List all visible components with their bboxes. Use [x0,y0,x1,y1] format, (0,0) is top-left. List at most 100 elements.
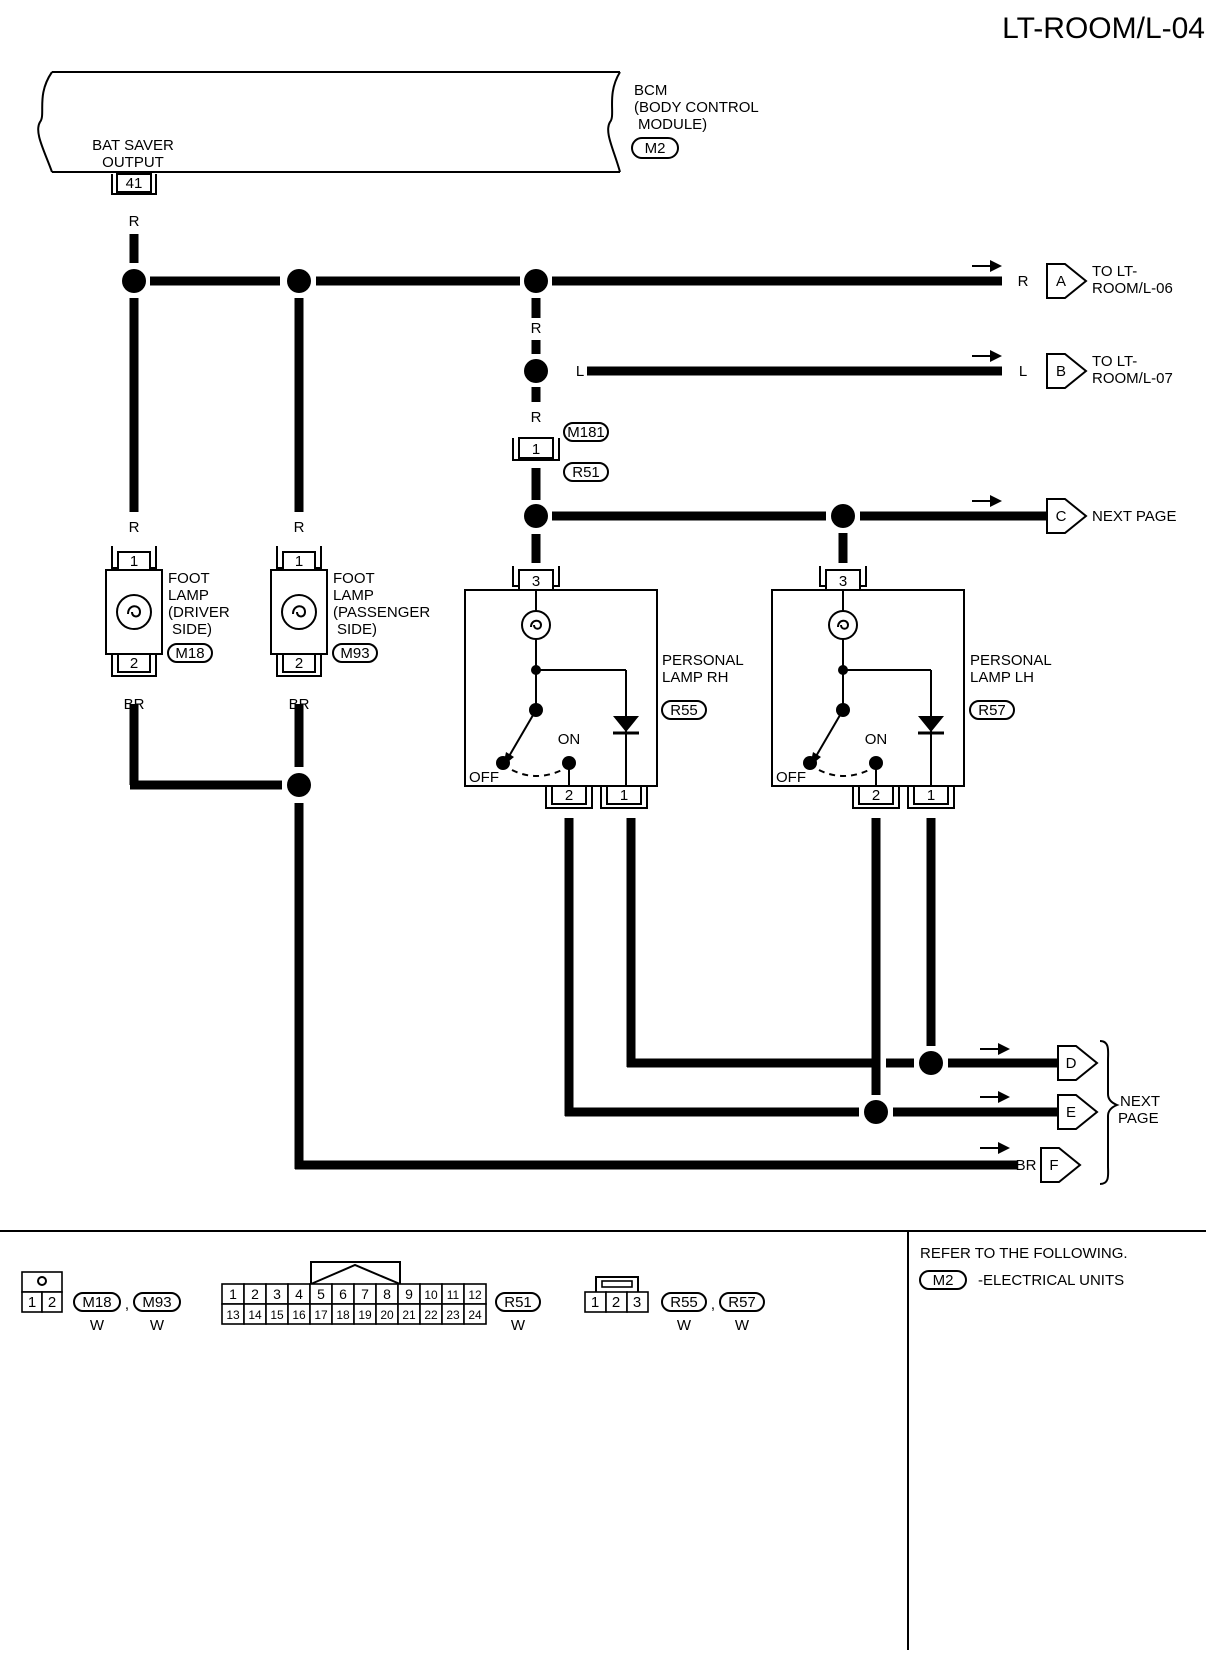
pin-cell [626,1291,649,1313]
pin-frame [907,786,955,809]
pin-frame [111,654,157,677]
bcm-pin-number: 41 [126,175,143,192]
pin-box [117,653,151,673]
pin-number: 11 [447,1288,460,1302]
pin-number: 1 [927,787,935,804]
output-terminal-a-icon [1046,263,1088,299]
connector-color: W [150,1317,165,1334]
bcm-name-line2: (BODY CONTROL [634,99,759,116]
wire-color-label: BR [1016,1157,1037,1174]
wire-color-label: R [129,213,140,230]
bcm-name-line3: MODULE) [638,116,707,133]
pin-number: 6 [339,1286,347,1302]
pin-box [606,785,642,805]
connector-badge [73,1292,121,1312]
lock-tab-icon [310,1261,401,1285]
switch-off-label: OFF [776,769,806,786]
junction-dot [524,269,548,293]
wire-color-label: BR [289,696,310,713]
bulb-filament-icon [530,619,543,630]
pin-cell [463,1303,487,1325]
output-c-label: NEXT PAGE [1092,508,1176,525]
pin-number: 1 [591,1294,599,1311]
pin-number: 14 [248,1308,262,1322]
foot-lamp-body [270,569,328,655]
bulb-icon [116,594,152,630]
foot-lamp-passenger: 1 2 FOOT LAMP (PASSENGER SIDE) M93 [270,546,430,677]
pin-number: 3 [532,573,540,590]
pin-number: 2 [295,655,303,672]
component-label: FOOT [168,570,210,587]
connector-badge [563,422,609,442]
output-terminal-e-icon [1057,1094,1099,1130]
connector-view-3: 1 2 3 R55 , R57 W W [584,1276,765,1334]
pin-box [551,785,587,805]
component-label-line2: LAMP RH [662,669,728,686]
personal-lamp-body [464,589,658,787]
output-terminal-c-icon [1046,498,1088,534]
junction-dot [864,1100,888,1124]
next-page-brace [1099,1040,1120,1185]
connector-id: R55 [670,702,698,719]
connector-badge [495,1292,541,1312]
pin-number: 2 [872,787,880,804]
connector-badge [661,700,707,720]
component-label-line3: (DRIVER [168,604,230,621]
connector-badge [167,643,213,663]
pin-number: 15 [270,1308,284,1322]
component-label-line4: SIDE) [172,621,212,638]
pin-frame [545,786,593,809]
output-letter: A [1056,273,1066,290]
connector-id: M93 [340,645,369,662]
bcm-connector-badge [631,137,679,159]
pin-number: 10 [424,1288,438,1302]
direction-arrow-icon [980,1142,1010,1154]
wire-color-label: R [531,409,542,426]
pin-box [913,785,949,805]
pin-number: 3 [633,1294,641,1311]
bcm-pin-frame [111,174,157,195]
connector-id: R57 [728,1294,756,1311]
pin-number: 17 [314,1308,328,1322]
inline-connector-frame [512,438,560,461]
component-label: FOOT [333,570,375,587]
direction-arrows [972,260,1010,1154]
switch-travel [818,769,870,777]
separator: , [125,1296,129,1313]
junction-dot [287,773,311,797]
switch-blade [814,709,844,759]
personal-lamp-lh: 3 ON OFF 2 1 PERSONAL LAMP LH R57 [771,566,1052,809]
foot-lamp-body [105,569,163,655]
pin-number: 1 [229,1286,237,1302]
wire-color-label: BR [124,696,145,713]
diode-icon [613,716,639,732]
junction-dot [831,504,855,528]
connector-badge [332,643,378,663]
connector-badge [563,462,609,482]
output-a-label: TO LT- [1092,263,1137,280]
component-label: PERSONAL [970,652,1052,669]
pin-number: 23 [446,1308,460,1322]
output-letter: D [1066,1055,1077,1072]
inline-connector-box [518,437,554,459]
inline-connector: 1 M181 R51 [512,422,609,482]
connector-badge [661,1292,707,1312]
pin-number: 24 [468,1308,482,1322]
connector-color: W [677,1317,692,1334]
wire-color-label: R [531,320,542,337]
pin-number: 1 [130,553,138,570]
separator: , [711,1296,715,1313]
personal-lamp-rh: 3 ON OFF 2 1 PERSONAL LAMP RH R55 [464,566,744,809]
connector-id: R51 [504,1294,532,1311]
switch-travel [511,769,563,777]
pin-number: 8 [383,1286,391,1302]
switch-blade [507,709,537,759]
connector-badge [719,1292,765,1312]
bcm-output-label: BAT SAVER [92,137,174,154]
bcm-output-label-line2: OUTPUT [102,154,164,171]
pin-number: 13 [226,1308,240,1322]
pin-cell [41,1291,63,1313]
connector-id: M93 [142,1294,171,1311]
